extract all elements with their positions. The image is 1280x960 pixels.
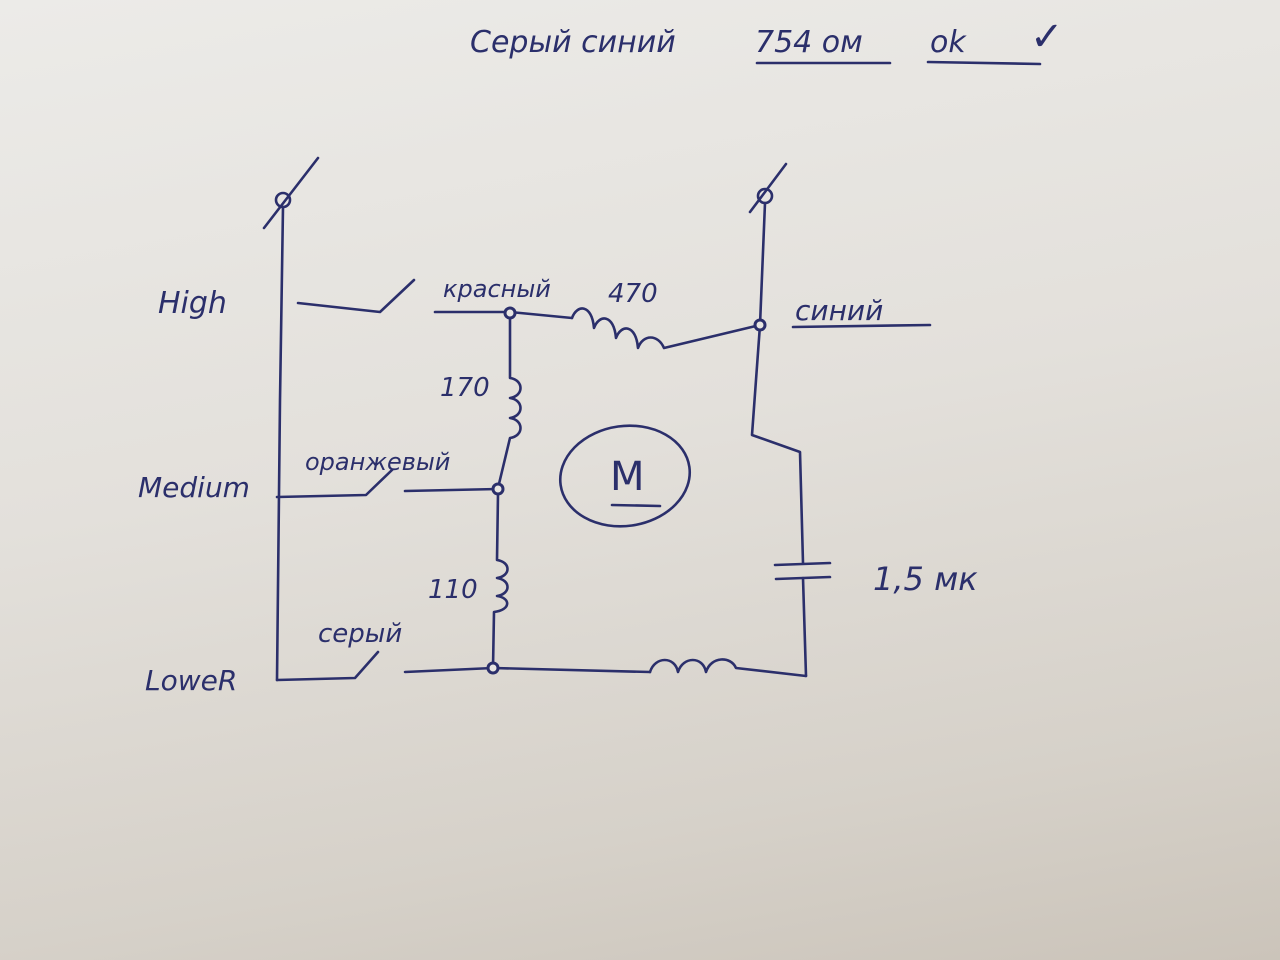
check-mark: ✓: [1030, 14, 1064, 60]
motor-underline: [610, 503, 662, 508]
wire-red-label: красный: [443, 275, 551, 303]
left-rail: [275, 205, 285, 682]
left-terminal-slash: [262, 156, 320, 230]
winding-lower-coil: [491, 492, 509, 670]
winding-upper-value: 170: [440, 373, 490, 403]
capacitor-value: 1,5 мк: [873, 560, 978, 598]
wire-gray-label: серый: [318, 619, 402, 649]
node-blue: [753, 318, 767, 332]
capacitor-symbol: [773, 561, 832, 581]
motor-circle: [558, 424, 692, 528]
node-red: [503, 306, 517, 320]
motor-label: M: [610, 454, 645, 500]
wire-blue-label: синий: [795, 294, 883, 327]
winding-lower-value: 110: [428, 575, 478, 605]
note-wires: Серый синий: [470, 25, 676, 60]
speed-high-label: High: [158, 286, 227, 321]
right-terminal-slash: [748, 162, 788, 214]
speed-low-label: LoweR: [145, 664, 237, 697]
node-gray: [486, 661, 500, 675]
aux-winding-coil: [648, 658, 808, 678]
winding-upper-coil: [496, 316, 522, 490]
winding-main-coil: [570, 307, 762, 350]
switch-high: [296, 278, 416, 314]
note-status: ok: [930, 25, 967, 60]
right-rail: [750, 201, 808, 678]
wire-orange-label: оранжевый: [305, 448, 450, 476]
status-underline: [926, 60, 1042, 66]
switch-low: [275, 650, 652, 682]
winding-main-value: 470: [608, 279, 658, 309]
wire-high: [433, 310, 574, 320]
speed-medium-label: Medium: [138, 471, 250, 504]
node-orange: [491, 482, 505, 496]
blue-underline: [791, 323, 932, 329]
switch-medium: [275, 468, 500, 499]
note-resistance: 754 ом: [755, 25, 863, 60]
